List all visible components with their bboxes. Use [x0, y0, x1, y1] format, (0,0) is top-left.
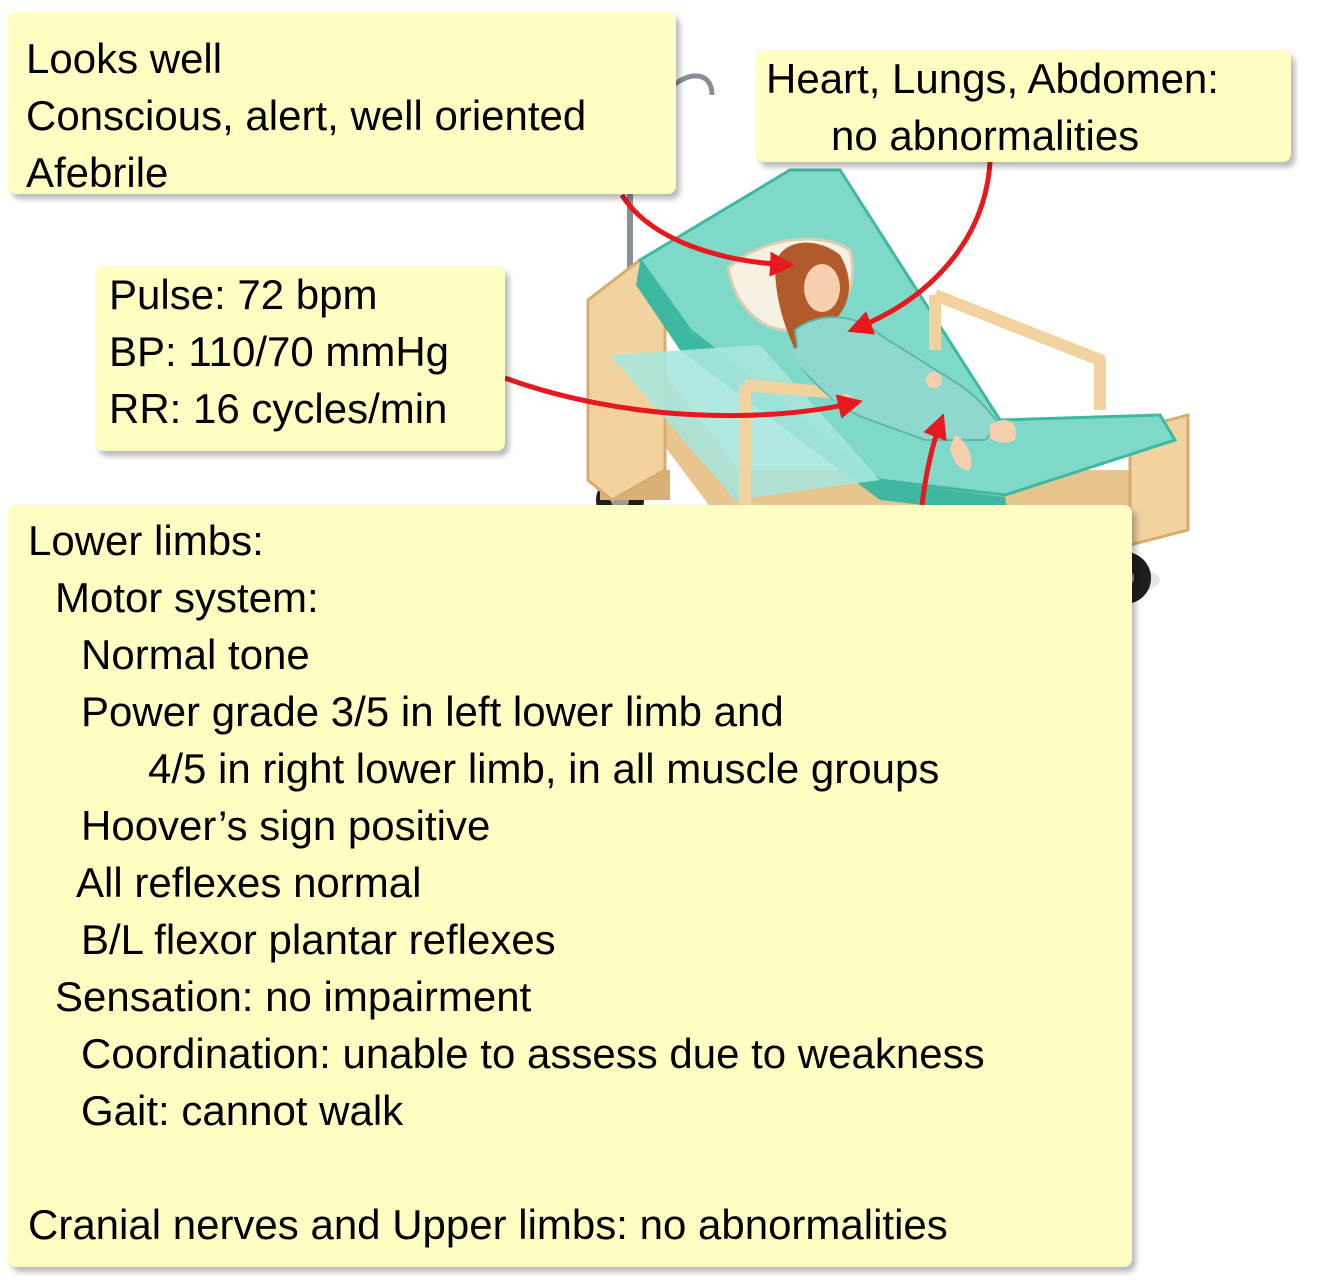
note-line: Looks well	[26, 35, 223, 82]
vital-signs-note: Pulse: 72 bpm BP: 110/70 mmHg RR: 16 cyc…	[95, 266, 505, 451]
systems-exam-note: Heart, Lungs, Abdomen: no abnormalities	[756, 50, 1291, 162]
power-finding-line1: Power grade 3/5 in left lower limb and	[81, 688, 784, 735]
sensation-finding: Sensation: no impairment	[55, 973, 532, 1020]
arrow-general-to-head	[619, 193, 795, 277]
respiratory-rate-reading: RR: 16 cycles/min	[109, 385, 448, 432]
motor-system-heading: Motor system:	[55, 574, 319, 621]
note-line: no abnormalities	[831, 112, 1140, 159]
arrow-vitals-to-wrist	[504, 375, 863, 419]
general-exam-note: Looks well Conscious, alert, well orient…	[8, 12, 676, 196]
pulse-reading: Pulse: 72 bpm	[109, 271, 378, 318]
arrow-neuro-to-legs	[919, 413, 947, 506]
tone-finding: Normal tone	[81, 631, 310, 678]
cranial-upper-limbs-finding: Cranial nerves and Upper limbs: no abnor…	[28, 1201, 948, 1248]
patient	[775, 242, 1016, 471]
power-finding-line2: 4/5 in right lower limb, in all muscle g…	[148, 745, 940, 792]
note-line: Heart, Lungs, Abdomen:	[766, 55, 1219, 102]
plantar-reflex-finding: B/L flexor plantar reflexes	[81, 916, 556, 963]
spacer	[28, 1139, 1132, 1196]
blood-pressure-reading: BP: 110/70 mmHg	[109, 328, 450, 375]
note-line: Conscious, alert, well oriented	[26, 92, 587, 139]
reflexes-finding: All reflexes normal	[76, 859, 422, 906]
hoover-sign-finding: Hoover’s sign positive	[81, 802, 491, 849]
note-line: Afebrile	[26, 149, 169, 196]
lower-limbs-heading: Lower limbs:	[28, 517, 264, 564]
coordination-finding: Coordination: unable to assess due to we…	[81, 1030, 985, 1077]
neurological-exam-note: Lower limbs: Motor system: Normal tone P…	[8, 505, 1132, 1267]
gait-finding: Gait: cannot walk	[81, 1087, 404, 1134]
pointer-arrows	[504, 161, 993, 506]
arrow-systems-to-chest	[847, 161, 993, 335]
